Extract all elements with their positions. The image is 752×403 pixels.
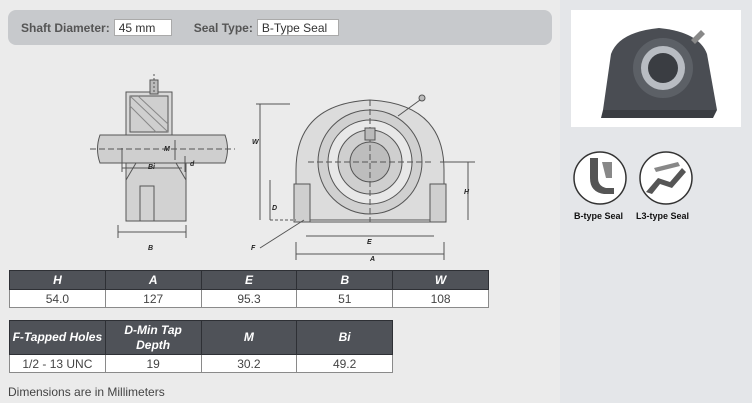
label-E: E [367,239,372,246]
label-A: A [369,256,375,263]
column-header: B [296,270,394,290]
column-header: W [392,270,489,290]
dimensions-table: H A E B W 54.0 127 95.3 51 108 [9,270,489,308]
table-row: 54.0 127 95.3 51 108 [9,289,489,308]
shaft-diameter-label: Shaft Diameter: [21,20,110,35]
table-cell: 54.0 [9,289,106,308]
column-header: A [104,270,202,290]
table-header-row: F-Tapped Holes D-Min Tap Depth M Bi [9,320,393,355]
side-view-drawing [90,74,235,238]
column-header: E [200,270,298,290]
label-d: d [190,161,195,168]
seal-type-diagrams [573,151,693,205]
table-cell: 127 [104,289,202,308]
column-header: F-Tapped Holes [9,320,106,355]
table-cell: 1/2 - 13 UNC [9,354,106,373]
mounting-table: F-Tapped Holes D-Min Tap Depth M Bi 1/2 … [9,320,393,373]
table-cell: 108 [392,289,489,308]
seal-type-label: Seal Type: [193,20,253,35]
label-F: F [251,245,256,252]
column-header: D-Min Tap Depth [104,320,202,355]
b-type-seal-icon [573,151,627,205]
table-cell: 51 [296,289,394,308]
column-header: M [200,320,298,355]
label-W: W [252,139,260,146]
product-image [571,10,741,127]
front-view-drawing [256,94,475,260]
units-note: Dimensions are in Millimeters [8,385,165,399]
table-cell: 19 [104,354,202,373]
column-header: Bi [296,320,393,355]
column-header: H [9,270,106,290]
label-B: B [148,245,153,252]
table-cell: 95.3 [200,289,298,308]
label-M: M [164,146,170,153]
filter-bar: Shaft Diameter: Seal Type: [8,10,552,45]
label-D: D [272,205,277,212]
table-cell: 49.2 [296,354,393,373]
b-type-seal-caption: B-type Seal [574,211,624,221]
label-Bi: Bi [148,164,156,171]
l3-type-seal-icon [639,151,693,205]
table-cell: 30.2 [200,354,298,373]
shaft-diameter-input[interactable] [113,19,172,36]
label-H: H [464,189,470,196]
table-header-row: H A E B W [9,270,489,290]
technical-drawing: M Bi d B W D H E A F [90,74,475,263]
l3-type-seal-caption: L3-type Seal [636,211,690,221]
table-row: 1/2 - 13 UNC 19 30.2 49.2 [9,354,393,373]
seal-type-input[interactable] [256,19,339,36]
